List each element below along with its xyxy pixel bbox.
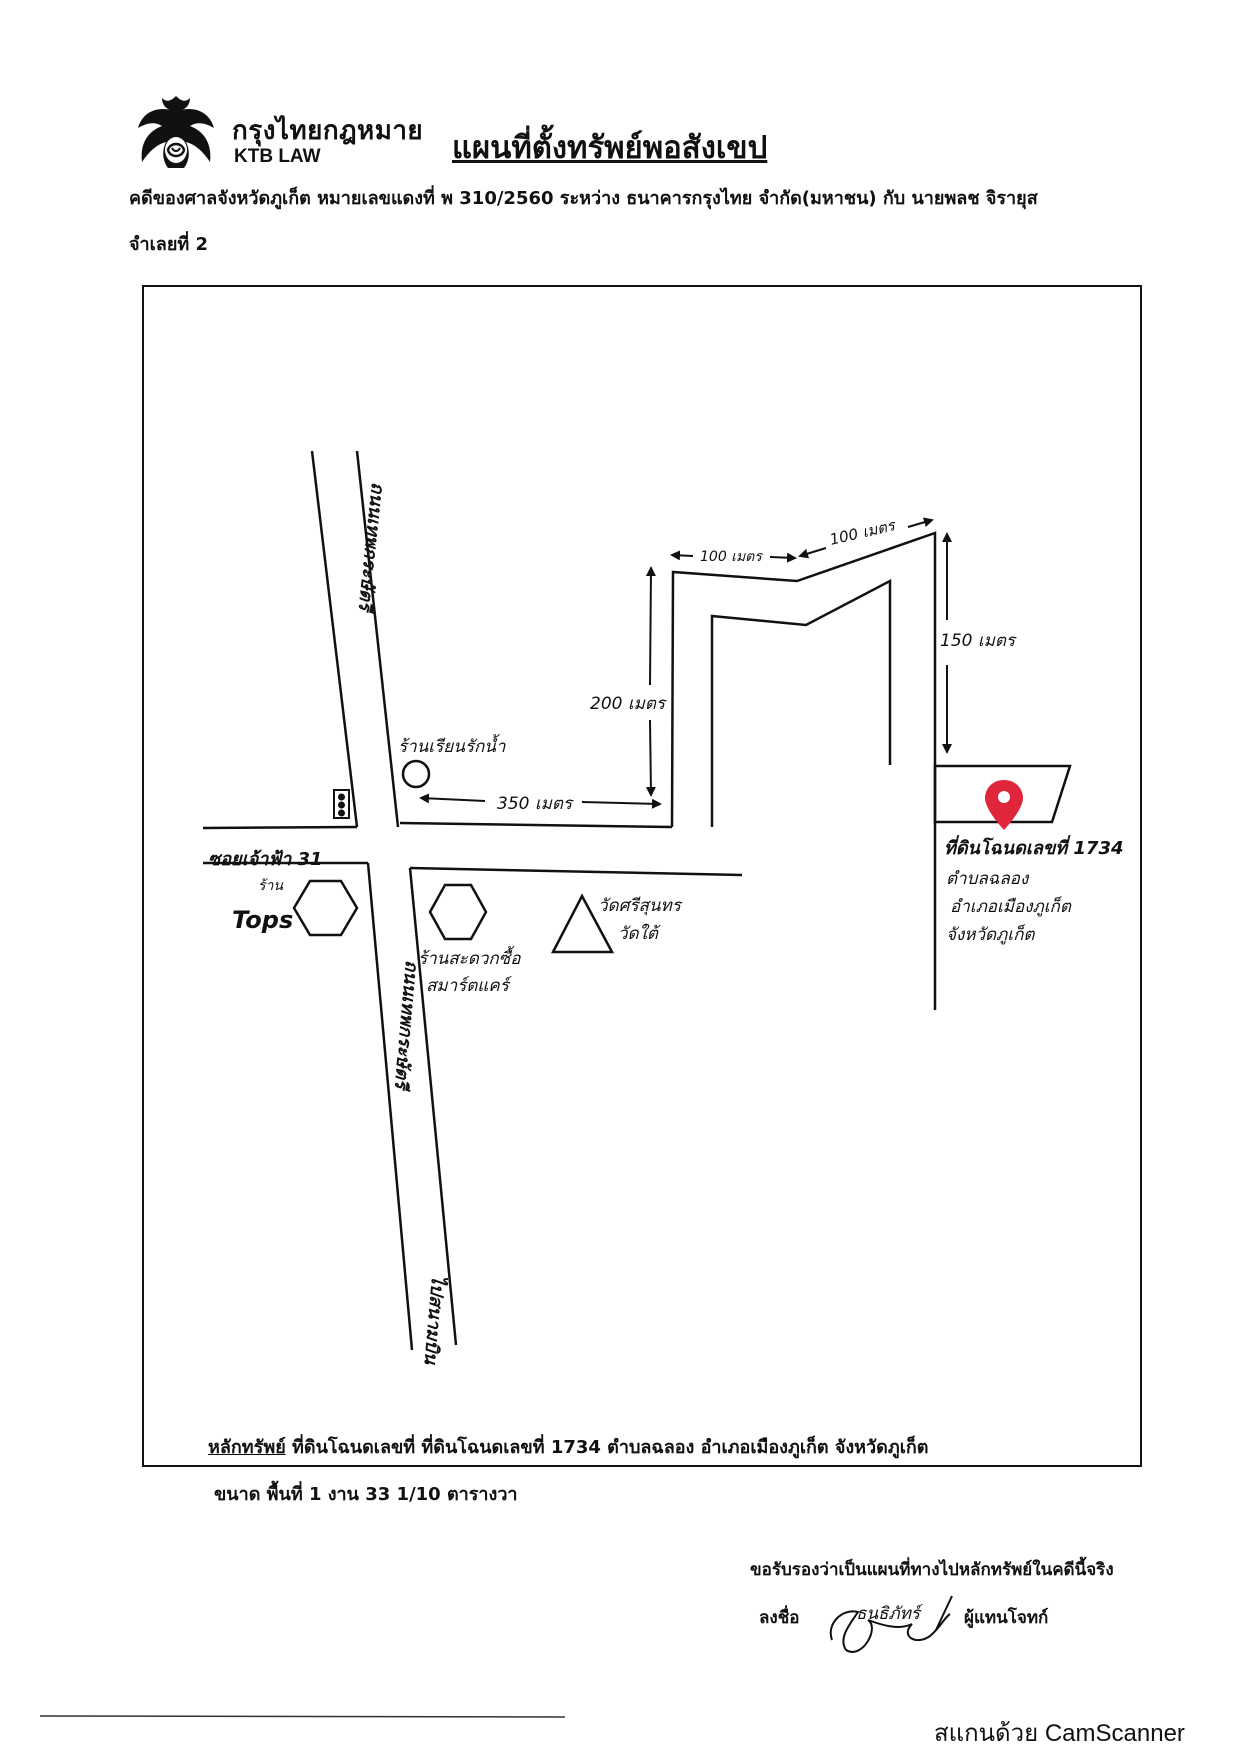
arrow-100m-a-left [670,550,694,561]
parcel-label-line3: อำเภอเมืองภูเก็ต [950,897,1071,917]
signer-role: ผู้แทนโจทก์ [964,1608,1049,1628]
place-temple-line2: วัดใต้ [618,924,658,944]
arrow-100m-b-right [907,517,934,528]
certify-line: ขอรับรองว่าเป็นแผนที่ทางไปหลักทรัพย์ในคด… [750,1560,1114,1580]
lane-right-edge [710,578,892,827]
soi-upper-edge-right [399,821,673,829]
case-line-1: คดีของศาลจังหวัดภูเก็ต หมายเลขแดงที่ พ 3… [129,188,1038,209]
place-temple-line1: วัดศรีสุนทร [598,896,681,916]
distance-100m-a-label: 100 เมตร [700,549,762,565]
restaurant-circle-icon [401,759,431,789]
asset-text: ที่ดินโฉนดเลขที่ ที่ดินโฉนดเลขที่ 1734 ต… [285,1437,929,1458]
camscanner-watermark: สแกนด้วย CamScanner [934,1720,1185,1747]
document-title: แผนที่ตั้งทรัพย์พอสังเขป [452,130,768,166]
distance-200m-label: 200 เมตร [590,694,666,714]
soi-label: ซอยเจ้าฟ้า 31 [208,849,323,870]
signature-slash [935,1595,953,1631]
road-main-lower-right-edge [408,867,458,1346]
place-tops-prefix: ร้าน [258,878,283,894]
parcel-label-line1: ที่ดินโฉนดเลขที่ 1734 [944,838,1124,859]
asset-line: หลักทรัพย์ ที่ดินโฉนดเลขที่ ที่ดินโฉนดเล… [208,1432,928,1461]
road-main-upper-right-edge [355,450,400,828]
temple-triangle-icon [550,893,615,954]
arrow-100m-a-right [769,552,797,563]
asset-label: หลักทรัพย์ [208,1437,286,1458]
location-pin-icon [985,780,1023,830]
signer-name: ธนธิภัทร์ [856,1604,920,1624]
arrow-350m-left [419,793,486,804]
distance-350m-label: 350 เมตร [497,794,573,814]
store-hexagon-icon [428,883,488,941]
sign-label: ลงชื่อ [759,1608,800,1628]
map-frame [142,285,1142,1467]
tops-hexagon-icon [292,879,359,937]
ktb-law-logo [132,92,220,174]
signature-scribble [829,1610,951,1653]
parcel-label-line4: จังหวัดภูเก็ต [946,925,1035,945]
road-main-upper-left-edge [310,450,359,828]
place-tops-label: Tops [232,906,294,934]
size-line: ขนาด พื้นที่ 1 งาน 33 1/10 ตารางวา [214,1484,518,1505]
arrow-200m-down [645,719,656,797]
place-store-line1: ร้านสะดวกซื้อ [418,949,521,969]
arrow-200m-up [645,566,656,686]
case-line-2: จำเลยที่ 2 [129,234,209,255]
traffic-light-icon [333,789,350,819]
scanner-baseline [39,1715,566,1718]
soi-upper-edge-left [202,825,358,830]
arrow-350m-right [581,798,662,809]
place-restaurant-label: ร้านเรียนรักน้ำ [398,737,506,757]
arrow-100m-b-left [798,547,827,559]
lane-left-edge [670,531,937,1010]
logo-text-english: KTB LAW [234,146,321,167]
place-store-line2: สมาร์ตแคร์ [426,976,509,996]
parcel-label-line2: ตำบลฉลอง [946,869,1029,889]
logo-text-thai: กรุงไทยกฎหมาย [232,116,424,146]
road-main-lower-left-edge [366,862,414,1351]
soi-lower-edge-right [409,866,743,877]
distance-150m-label: 150 เมตร [940,631,1016,651]
land-parcel [933,764,1072,824]
